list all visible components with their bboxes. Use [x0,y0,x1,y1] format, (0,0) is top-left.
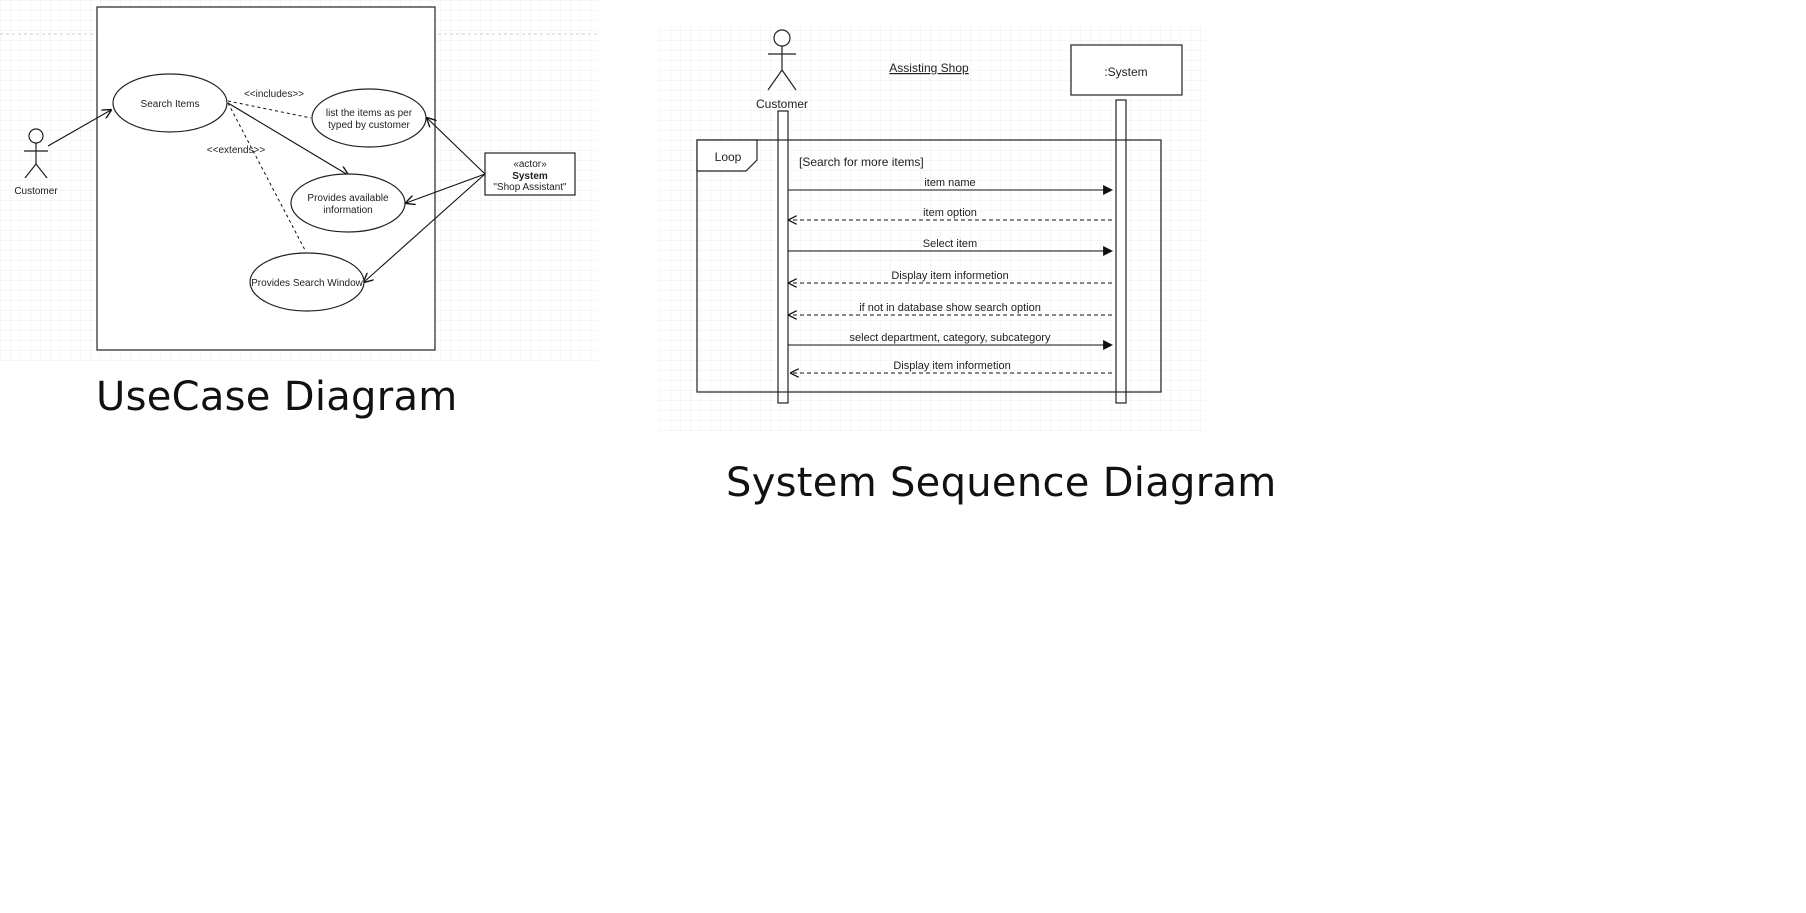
sequence-customer-label: Customer [756,97,808,111]
search-info-association [227,102,348,175]
message-label: item option [923,207,977,219]
customer-activation-bar [777,110,789,404]
system-window-association [364,173,486,282]
usecase-list-items-label-line2: typed by customer [328,120,410,131]
system-actor-stereotype: «actor» [513,159,547,170]
system-lifeline-label: :System [1104,65,1147,79]
customer-actor-head [28,128,44,144]
usecase-diagram: Customer <<includes>> <<extends>> Search… [0,0,598,362]
usecase-available-information-label-line2: information [323,205,372,216]
customer-actor-label: Customer [14,186,58,197]
includes-label: <<includes>> [244,89,304,100]
usecase-search-window-label: Provides Search Window [251,278,363,289]
system-actor-box: «actor» System "Shop Assistant" [484,152,576,196]
sequence-diagram: Assisting Shop Customer :System Loop [Se… [657,21,1206,435]
usecase-list-items [311,88,427,148]
usecase-available-information [290,173,406,233]
loop-frame-label: Loop [715,150,742,164]
message-label: item name [924,177,975,189]
message-label: if not in database show search option [859,302,1041,314]
sequence-title: Assisting Shop [889,61,969,75]
usecase-search-items [112,73,228,133]
customer-actor: Customer [14,128,58,197]
system-list-association [427,118,486,175]
sequence-messages: item name item option Select item Displa… [788,177,1113,373]
system-info-association [406,173,486,203]
message-label: select department, category, subcategory [850,332,1051,344]
message-label: Select item [923,238,977,250]
extends-label: <<extends>> [207,145,266,156]
system-actor-name: System [512,171,548,182]
loop-frame [696,139,1162,393]
system-actor-role: "Shop Assistant" [493,182,567,193]
message-label: Display item informetion [893,360,1010,372]
system-lifeline-head [1070,44,1183,96]
usecase-list-items-label-line1: list the items as per [326,108,413,119]
usecase-diagram-caption: UseCase Diagram [96,374,458,420]
sequence-customer-actor: Customer [756,29,808,111]
loop-guard: [Search for more items] [799,155,924,169]
customer-search-association [47,110,111,147]
usecase-available-information-label-line1: Provides available [307,193,389,204]
sequence-diagram-caption: System Sequence Diagram [726,460,1277,506]
loop-frame-tab [696,139,758,172]
system-activation-bar [1115,99,1127,404]
usecase-search-window [249,252,365,312]
sequence-customer-head [773,29,791,47]
message-label: Display item informetion [891,270,1008,282]
usecase-search-items-label: Search Items [141,99,200,110]
includes-relation [227,100,312,119]
extends-relation [227,102,307,253]
